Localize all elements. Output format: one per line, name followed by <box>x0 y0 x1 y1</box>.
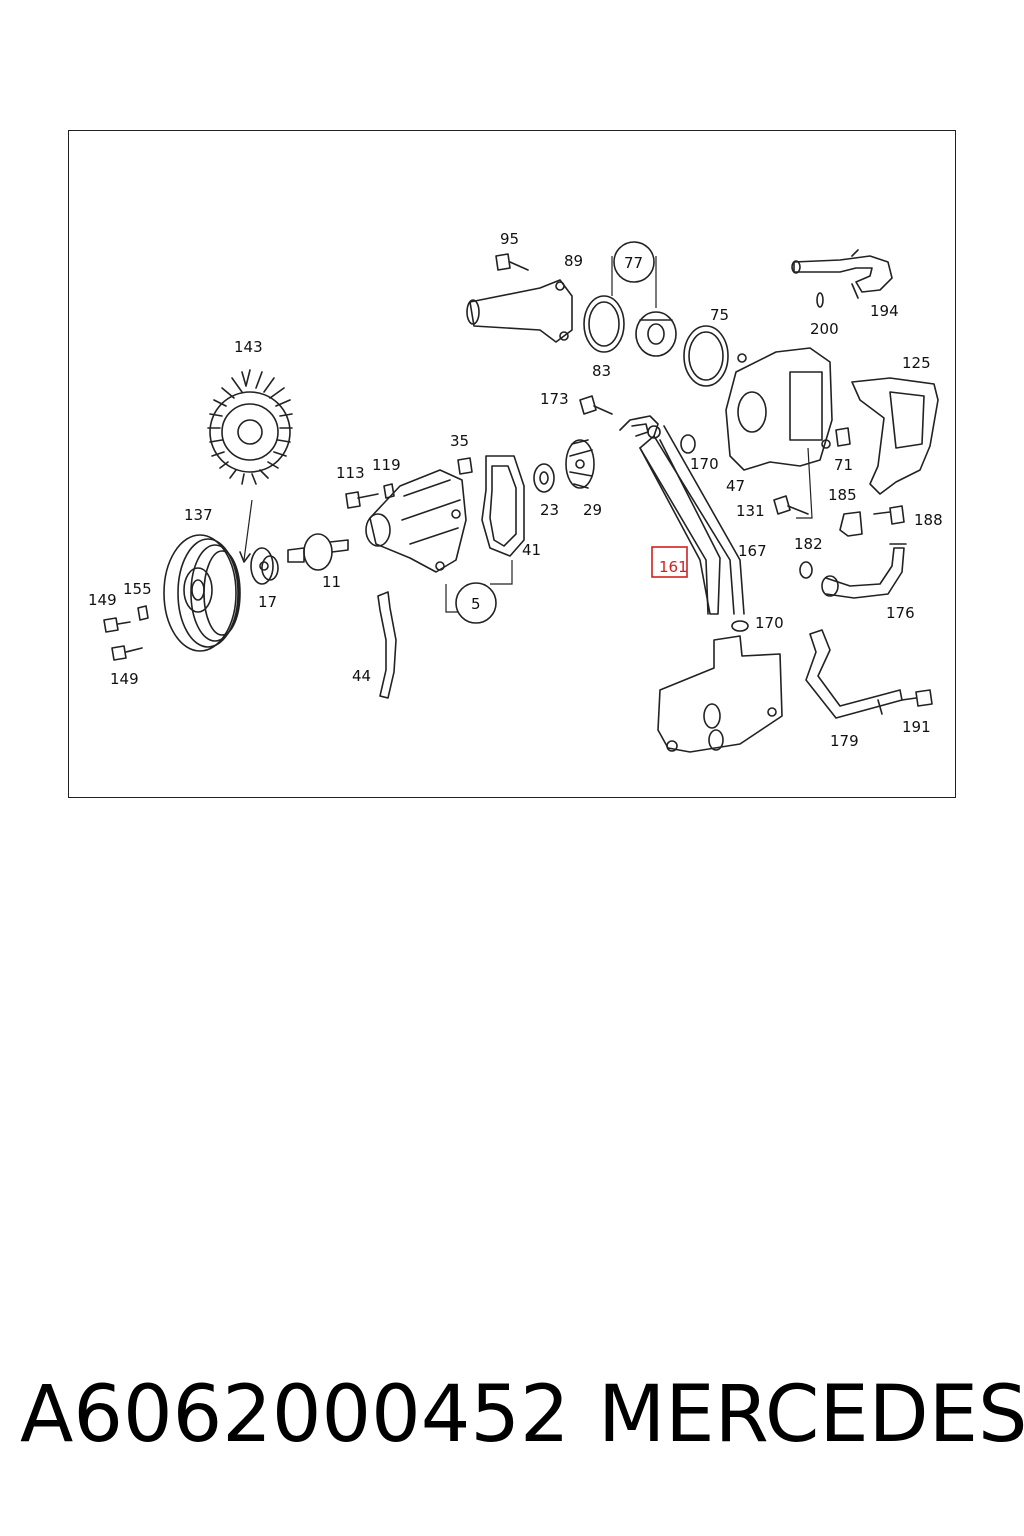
callout-95: 95 <box>500 230 519 248</box>
bolt-113-part <box>345 483 395 509</box>
bolt-191-part <box>901 689 933 707</box>
ring-170-top-part <box>680 434 696 454</box>
bolt-131-part <box>773 495 809 515</box>
bolt-173-part <box>579 395 613 415</box>
callout-200: 200 <box>810 320 839 338</box>
seal-ring-75-part <box>683 325 729 387</box>
seal-ring-83-part <box>583 295 625 353</box>
callout-23: 23 <box>540 501 559 519</box>
callout-170-top: 170 <box>690 455 719 473</box>
ring-200-part <box>816 292 824 308</box>
water-pump-part <box>365 469 467 573</box>
callout-11: 11 <box>322 573 341 591</box>
thermostat-housing-part <box>466 279 573 343</box>
callout-131: 131 <box>736 502 765 520</box>
callout-41: 41 <box>522 541 541 559</box>
part-number: A6062000452 <box>20 1370 570 1460</box>
callout-185: 185 <box>828 486 857 504</box>
impeller-29-part <box>565 439 595 489</box>
callout-179: 179 <box>830 732 859 750</box>
hose-176-part <box>821 543 907 599</box>
footer: A6062000452 MERCEDES <box>20 1370 1024 1470</box>
callout-176: 176 <box>886 604 915 622</box>
brand-name: MERCEDES <box>598 1370 1024 1460</box>
callout-155: 155 <box>123 580 152 598</box>
callout-182: 182 <box>794 535 823 553</box>
callout-77: 77 <box>624 254 643 272</box>
callout-143: 143 <box>234 338 263 356</box>
plug-71-part <box>835 427 851 447</box>
hose-44-part <box>377 591 397 699</box>
ring-182-part <box>799 561 813 579</box>
pipe-194-part <box>791 249 893 299</box>
callout-125: 125 <box>902 354 931 372</box>
callout-35: 35 <box>450 432 469 450</box>
pipe-161-part <box>619 415 745 615</box>
callout-194: 194 <box>870 302 899 320</box>
callout-161: 161 <box>659 558 688 576</box>
pulley-part <box>163 534 241 652</box>
callout-75: 75 <box>710 306 729 324</box>
callout-77-circle <box>613 241 655 283</box>
highlight-box <box>651 546 688 578</box>
pipe-179-part <box>805 629 903 719</box>
spacer-part <box>287 533 349 571</box>
callout-173: 173 <box>540 390 569 408</box>
hub-part <box>250 547 279 585</box>
callout-71: 71 <box>834 456 853 474</box>
callout-89: 89 <box>564 252 583 270</box>
callout-17: 17 <box>258 593 277 611</box>
callout-5: 5 <box>471 595 481 613</box>
bushing-35-part <box>457 457 473 475</box>
gasket-41-part <box>481 455 525 557</box>
bracket-185-part <box>839 511 863 537</box>
callout-149-bottom: 149 <box>110 670 139 688</box>
callout-188: 188 <box>914 511 943 529</box>
callout-29: 29 <box>583 501 602 519</box>
bolt-95-part <box>495 253 529 271</box>
callout-137: 137 <box>184 506 213 524</box>
ring-170-bottom-part <box>731 620 749 632</box>
ring-23-part <box>533 463 555 493</box>
housing-47-part <box>725 347 833 471</box>
callout-170-bottom: 170 <box>755 614 784 632</box>
callout-44: 44 <box>352 667 371 685</box>
callout-191: 191 <box>902 718 931 736</box>
gasket-125-part <box>851 377 939 495</box>
callout-119: 119 <box>372 456 401 474</box>
callout-83: 83 <box>592 362 611 380</box>
fan-sprocket-part <box>207 369 293 563</box>
cooler-housing-part <box>657 635 783 753</box>
bolts-left-part <box>103 605 149 661</box>
callout-113: 113 <box>336 464 365 482</box>
parts-diagram: 95 89 77 75 200 194 125 83 143 173 170 3… <box>88 230 943 753</box>
callout-47: 47 <box>726 477 745 495</box>
callout-5-circle <box>455 582 497 624</box>
callout-149-top: 149 <box>88 591 117 609</box>
bolt-188-part <box>873 505 905 525</box>
thermostat-77-part <box>635 311 677 357</box>
callout-167: 167 <box>738 542 767 560</box>
